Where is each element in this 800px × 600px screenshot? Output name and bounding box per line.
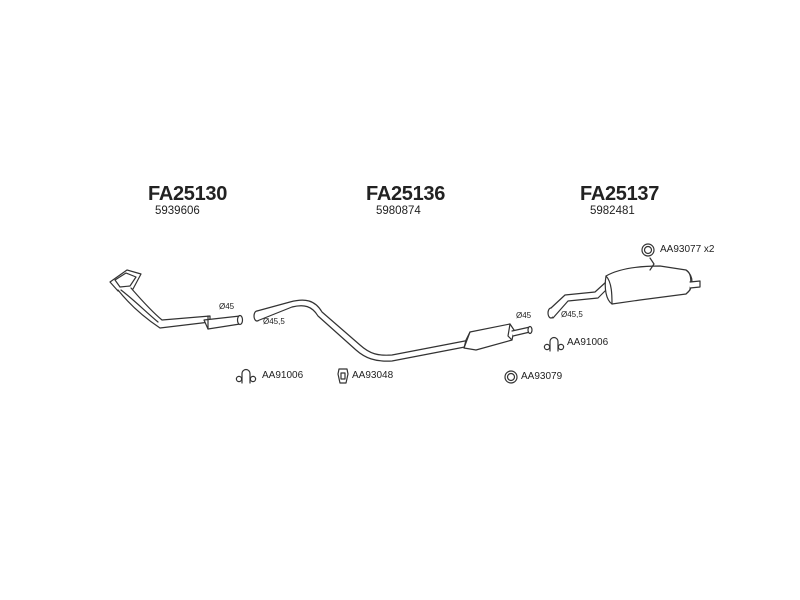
- front-pipe-drawing: [109, 269, 244, 330]
- fitting-label: AA93079: [521, 371, 563, 382]
- oem-number-front: 5939606: [155, 205, 200, 217]
- rubber-mount-icon: [337, 368, 349, 384]
- fitting-label: AA91006: [567, 337, 609, 348]
- dimension-label: Ø45,5: [561, 310, 583, 319]
- clamp-icon: [543, 336, 565, 352]
- oem-number-rear: 5982481: [590, 205, 635, 217]
- dimension-label: Ø45: [516, 311, 532, 320]
- part-code-front: FA25130: [148, 183, 228, 205]
- clamp-icon: [235, 368, 257, 384]
- oem-number-middle: 5980874: [376, 205, 421, 217]
- ring-gasket-icon: [504, 370, 518, 384]
- part-code-middle: FA25136: [366, 183, 446, 205]
- middle-pipe-drawing: [253, 299, 533, 362]
- dimension-label: Ø45: [219, 302, 235, 311]
- fitting-label: AA93077 x2: [660, 244, 715, 255]
- dimension-label: Ø45,5: [263, 317, 285, 326]
- part-code-rear: FA25137: [580, 183, 660, 205]
- ring-gasket-icon: [641, 243, 655, 257]
- fitting-label: AA93048: [352, 370, 394, 381]
- fitting-label: AA91006: [262, 370, 304, 381]
- rear-silencer-drawing: [547, 257, 701, 319]
